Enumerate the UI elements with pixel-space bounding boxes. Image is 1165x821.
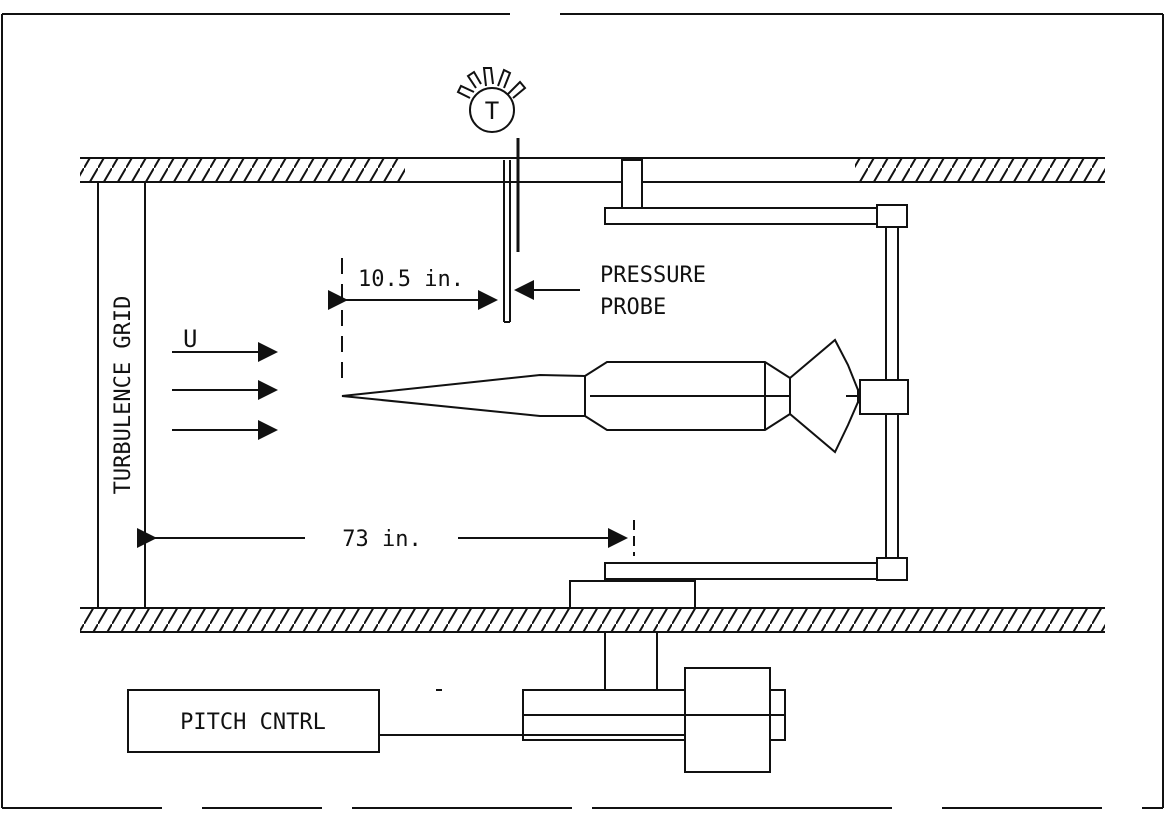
turbulence-grid-label: TURBULENCE GRID (111, 296, 136, 495)
missile-model (341, 338, 861, 454)
grid-distance-label: 73 in. (342, 527, 421, 552)
pitch-control-label: PITCH CNTRL (180, 710, 326, 735)
pressure-probe (503, 138, 520, 323)
pitch-control: PITCH CNTRL (127, 689, 685, 753)
pressure-probe-label-line2: PROBE (600, 295, 666, 320)
pressure-probe-label-line1: PRESSURE (600, 263, 706, 288)
sting-support (604, 159, 909, 581)
svg-text:T: T (485, 97, 499, 125)
pitch-mechanism (522, 580, 786, 773)
thermocouple-sensor-icon: T (456, 67, 527, 133)
turbulence-grid: TURBULENCE GRID (97, 181, 146, 609)
probe-distance-dimension: 10.5 in. (328, 258, 498, 382)
figure-frame (1, 13, 1164, 809)
freestream-velocity-label: U (183, 325, 197, 353)
tunnel-bottom-wall (80, 607, 1105, 633)
probe-distance-label: 10.5 in. (358, 267, 464, 292)
tunnel-top-wall (80, 157, 1105, 183)
pressure-probe-callout: PRESSURE PROBE (514, 263, 706, 320)
freestream-flow: U (172, 325, 278, 440)
grid-distance-dimension: 73 in. (137, 520, 635, 556)
